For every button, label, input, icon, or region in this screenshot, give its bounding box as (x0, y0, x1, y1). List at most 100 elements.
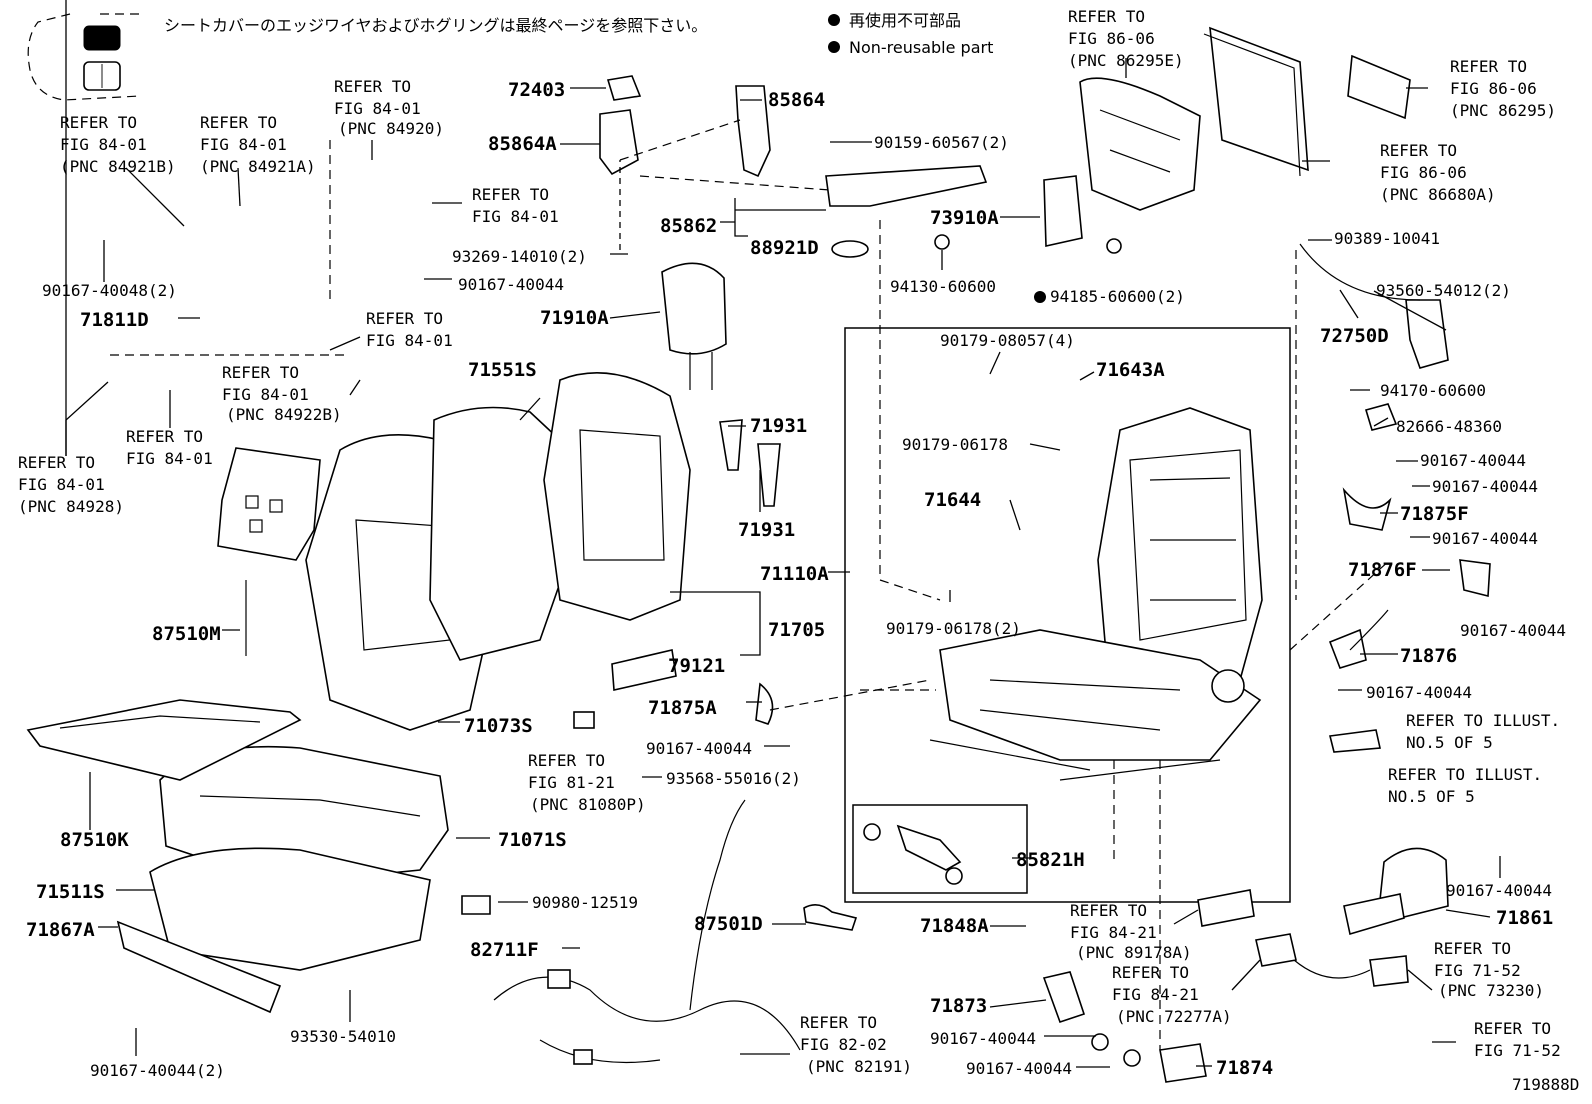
part-label: 71110A (760, 563, 829, 585)
ref-label: FIG 84-01 (472, 207, 559, 226)
part-label: 94130-60600 (890, 277, 996, 296)
part-label: 72750D (1320, 325, 1389, 347)
part-label: 71073S (464, 715, 533, 737)
part-label: 71644 (924, 489, 981, 511)
non-reusable-bullet-icon (828, 14, 840, 26)
ref-label: REFER TO (366, 309, 443, 328)
ref-label: FIG 84-21 (1070, 923, 1157, 942)
part-label: 93560-54012(2) (1376, 281, 1511, 300)
seatback-cover-part (305, 372, 691, 731)
part-label: 90179-08057(4) (940, 331, 1075, 350)
lumbar-adjuster-parts (599, 75, 1122, 258)
ref-label: (PNC 86295E) (1068, 51, 1184, 70)
ref-label: REFER TO ILLUST. (1406, 711, 1560, 730)
ref-label: REFER TO (1474, 1019, 1551, 1038)
ref-label: REFER TO (200, 113, 277, 132)
reference-labels: REFER TO FIG 86-06 (PNC 86295E) REFER TO… (18, 7, 1561, 1076)
part-label: 90167-40044 (1366, 683, 1472, 702)
part-label: 71875F (1400, 503, 1469, 525)
part-label: 79121 (668, 655, 725, 677)
ref-label: FIG 84-21 (1112, 985, 1199, 1004)
ref-label: REFER TO (1068, 7, 1145, 26)
part-label: 87501D (694, 913, 763, 935)
part-label: 90179-06178 (902, 435, 1008, 454)
harness-subgroup-box (852, 804, 1028, 894)
part-label: 90167-40044 (1460, 621, 1566, 640)
ref-label: (PNC 73230) (1438, 981, 1544, 1000)
seat-cushion-part (26, 699, 449, 1014)
figure-id: 719888D (1512, 1075, 1579, 1094)
part-label: 87510M (152, 623, 221, 645)
part-label: 90167-40044 (966, 1059, 1072, 1078)
vehicle-seat-position-icon (27, 13, 141, 101)
part-label: 90167-40048(2) (42, 281, 177, 300)
part-label: 71643A (1096, 359, 1165, 381)
ref-label: (PNC 72277A) (1116, 1007, 1232, 1026)
part-label: 90167-40044 (1446, 881, 1552, 900)
part-label: 93530-54010 (290, 1027, 396, 1046)
part-label: 85862 (660, 215, 717, 237)
ref-label: FIG 84-01 (222, 385, 309, 404)
part-label: 71705 (768, 619, 825, 641)
wire-harness-part (461, 799, 963, 1065)
ref-label: FIG 81-21 (528, 773, 615, 792)
part-label: 88921D (750, 237, 819, 259)
part-label: 82666-48360 (1396, 417, 1502, 436)
bracket-parts (573, 649, 1297, 1083)
part-label: 71931 (750, 415, 807, 437)
ref-label: FIG 71-52 (1474, 1041, 1561, 1060)
non-reusable-bullet-icon (828, 41, 840, 53)
ref-label: (PNC 84928) (18, 497, 124, 516)
ref-label: (PNC 89178A) (1076, 943, 1192, 962)
part-label: 90179-06178(2) (886, 619, 1021, 638)
seatback-board-part (1079, 26, 1411, 211)
part-label: 71867A (26, 919, 95, 941)
part-label: 93568-55016(2) (666, 769, 801, 788)
ref-label: (PNC 84921A) (200, 157, 316, 176)
ref-label: FIG 84-01 (18, 475, 105, 494)
seat-frame-group-box (844, 327, 1291, 903)
ref-label: (PNC 81080P) (530, 795, 646, 814)
ref-label: REFER TO (222, 363, 299, 382)
part-label: 85821H (1016, 849, 1085, 871)
part-label: 90159-60567(2) (874, 133, 1009, 152)
ref-label: REFER TO ILLUST. (1388, 765, 1542, 784)
ref-label: REFER TO (1380, 141, 1457, 160)
part-label: 90980-12519 (532, 893, 638, 912)
leader-lines (65, 0, 1501, 1068)
ref-label: (PNC 86295) (1450, 101, 1556, 120)
part-label: 85864A (488, 133, 557, 155)
non-reusable-bullet-icon (1034, 291, 1046, 303)
ref-label: REFER TO (60, 113, 137, 132)
header-note: シートカバーのエッジワイヤおよびホグリングは最終ページを参照下さい。 (164, 16, 707, 35)
part-label: 71874 (1216, 1057, 1273, 1079)
ref-label: REFER TO (472, 185, 549, 204)
ref-label: REFER TO (1450, 57, 1527, 76)
part-label: 90167-40044 (1432, 477, 1538, 496)
part-label: 90167-40044(2) (90, 1061, 225, 1080)
seat-frame-part (929, 407, 1263, 781)
ref-label: REFER TO (800, 1013, 877, 1032)
part-label: 71876 (1400, 645, 1457, 667)
part-label: 90167-40044 (1420, 451, 1526, 470)
ref-label: FIG 84-01 (126, 449, 213, 468)
part-label: 71848A (920, 915, 989, 937)
part-label: 71873 (930, 995, 987, 1017)
ref-label: FIG 71-52 (1434, 961, 1521, 980)
ref-label: REFER TO (528, 751, 605, 770)
ref-label: FIG 82-02 (800, 1035, 887, 1054)
ref-label: REFER TO (18, 453, 95, 472)
part-label: 90167-40044 (646, 739, 752, 758)
ref-label: NO.5 OF 5 (1388, 787, 1475, 806)
part-label: 72403 (508, 79, 565, 101)
part-label: 71876F (1348, 559, 1417, 581)
headrest-part (661, 262, 781, 507)
part-label: 71071S (498, 829, 567, 851)
seatback-pad-plate-part (217, 447, 321, 656)
ref-label: (PNC 84921B) (60, 157, 176, 176)
ref-label: (PNC 82191) (806, 1057, 912, 1076)
ref-label: (PNC 84920) (338, 119, 444, 138)
part-label: 90167-40044 (1432, 529, 1538, 548)
ref-label: FIG 84-01 (334, 99, 421, 118)
